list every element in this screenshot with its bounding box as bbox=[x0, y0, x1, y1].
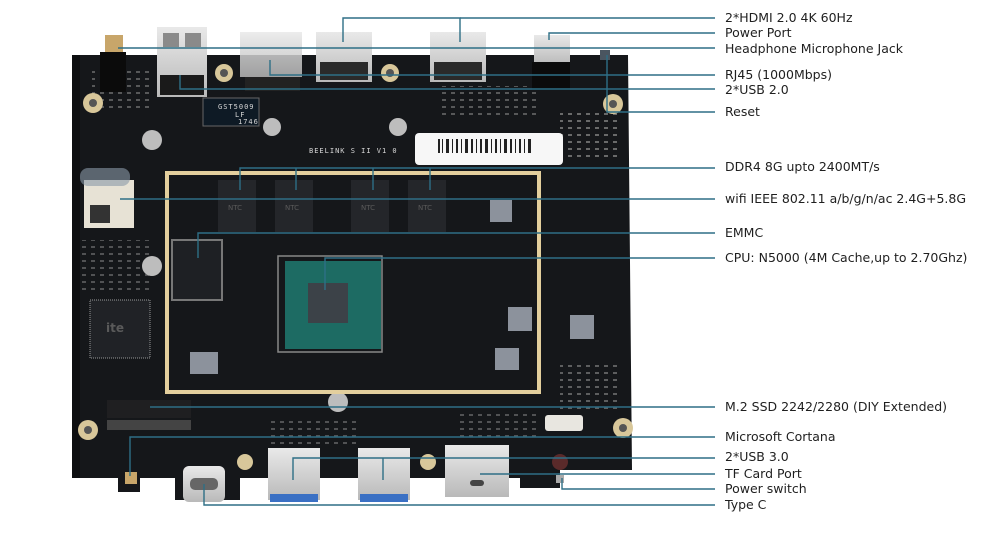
label-cpu: CPU: N5000 (4M Cache,up to 2.70Ghz) bbox=[725, 250, 968, 265]
svg-text:LF: LF bbox=[235, 111, 245, 119]
board-silkscreen: BEELINK S II V1 0 bbox=[309, 147, 398, 155]
label-cortana: Microsoft Cortana bbox=[725, 429, 836, 444]
power-port bbox=[532, 35, 570, 90]
label-power-port: Power Port bbox=[725, 25, 792, 40]
cortana-mic bbox=[125, 472, 137, 484]
leader-lines bbox=[118, 17, 715, 506]
svg-text:NTC: NTC bbox=[228, 204, 242, 212]
io-chip: ite bbox=[89, 299, 151, 359]
svg-text:NTC: NTC bbox=[418, 204, 432, 212]
usb3-port-1 bbox=[268, 448, 320, 502]
reset-button bbox=[600, 50, 610, 60]
label-usb2: 2*USB 2.0 bbox=[725, 82, 789, 97]
label-headphone-jack: Headphone Microphone Jack bbox=[725, 41, 903, 56]
label-emmc: EMMC bbox=[725, 225, 764, 240]
svg-text:NTC: NTC bbox=[361, 204, 375, 212]
headphone-jack-port bbox=[100, 35, 126, 92]
label-m2-ssd: M.2 SSD 2242/2280 (DIY Extended) bbox=[725, 399, 948, 414]
m2-slot bbox=[107, 400, 191, 430]
emmc-chip bbox=[171, 239, 223, 301]
ram-chips bbox=[218, 180, 446, 232]
svg-text:NTC: NTC bbox=[285, 204, 299, 212]
lan-chip: GST5009 LF 1746 bbox=[202, 97, 260, 127]
label-hdmi: 2*HDMI 2.0 4K 60Hz bbox=[725, 10, 853, 25]
shield-frame bbox=[165, 171, 541, 394]
wifi-module bbox=[80, 168, 134, 228]
usb2-port bbox=[157, 27, 207, 97]
mounting-holes bbox=[78, 64, 633, 470]
label-power-switch: Power switch bbox=[725, 481, 807, 496]
inductors bbox=[190, 200, 594, 374]
label-wifi: wifi IEEE 802.11 a/b/g/n/ac 2.4G+5.8G bbox=[725, 191, 967, 206]
fan-connector bbox=[545, 415, 583, 431]
label-tf-card: TF Card Port bbox=[725, 466, 802, 481]
usb3-port-2 bbox=[358, 448, 410, 502]
svg-text:1746: 1746 bbox=[238, 118, 259, 126]
cpu-chip bbox=[277, 255, 383, 353]
label-type-c: Type C bbox=[725, 497, 767, 512]
label-reset: Reset bbox=[725, 104, 760, 119]
rj45-port bbox=[240, 32, 302, 91]
svg-text:GST5009: GST5009 bbox=[218, 103, 255, 111]
svg-text:ite: ite bbox=[106, 321, 124, 335]
label-usb3: 2*USB 3.0 bbox=[725, 449, 789, 464]
label-ddr4: DDR4 8G upto 2400MT/s bbox=[725, 159, 880, 174]
barcode-sticker bbox=[415, 133, 563, 165]
hdmi-port-1 bbox=[316, 32, 372, 82]
standoffs bbox=[142, 118, 407, 412]
tf-card-port bbox=[445, 445, 509, 497]
label-rj45: RJ45 (1000Mbps) bbox=[725, 67, 832, 82]
